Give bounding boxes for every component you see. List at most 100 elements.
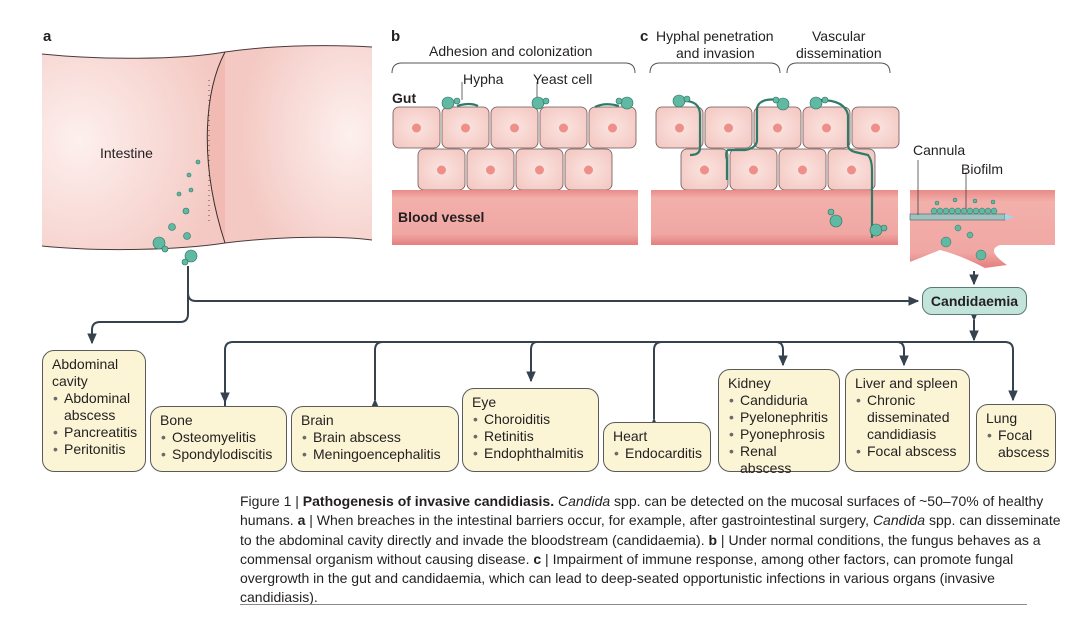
blood-vessel-label: Blood vessel [398,209,485,225]
biofilm-label: Biofilm [961,161,1004,177]
organ-item: Renal abscess [728,443,830,477]
blood-vessel-c [651,190,898,245]
caption-text: | Impairment of immune response, among o… [240,550,1014,606]
candidaemia-node: Candidaemia [922,287,1027,315]
cell-nucleus [584,165,593,175]
vascular-dissemination-label-1: Vascular [812,28,866,44]
blood-vessel-b [392,190,638,245]
organ-name: Abdominal cavity [52,356,119,389]
organ-box-eye: Eye ChoroiditisRetinitisEndophthalmitis [462,388,599,472]
intestine-drawing [41,45,373,266]
caption-text: | Under normal conditions, the fungus be… [240,531,1041,567]
caption-italic: Candida [872,512,926,529]
distribution-line [224,341,1014,408]
figure-caption: Figure 1 | Pathogenesis of invasive cand… [240,492,1070,608]
intestine-label: Intestine [100,145,153,161]
arrow-to-kidney [775,341,788,367]
organ-item: Brain abscess [301,429,449,446]
organ-item: Focal abscess [986,427,1049,461]
organ-item: Retinitis [472,428,589,445]
cell-nucleus [608,123,617,133]
gut-epithelium-b [392,106,637,191]
organ-name: Lung [986,410,1018,426]
arrow-to-eye [526,341,538,383]
bracket-c1 [649,62,781,74]
organ-box-heart: Heart Endocarditis [603,422,711,472]
caption-rule [240,604,1027,605]
organ-box-bone: Bone OsteomyelitisSpondylodiscitis [150,406,287,472]
organ-name: Heart [613,428,648,444]
organ-box-liver-spleen: Liver and spleen Chronic disseminated ca… [845,369,970,472]
panel-label-a: a [43,28,52,45]
cell-nucleus [675,123,684,133]
organ-name: Eye [472,394,497,410]
organ-box-brain: Brain Brain abscessMeningoencephalitis [291,406,459,472]
cell-nucleus [510,123,519,133]
cell-nucleus [486,165,495,175]
organ-item: Spondylodiscitis [160,446,277,463]
organ-name: Bone [160,412,193,428]
organ-item: Osteomyelitis [160,429,277,446]
cell-nucleus [798,165,807,175]
arrow-to-abdominal [87,293,189,345]
caption-text: spp. can disseminate to the abdominal ca… [240,512,1061,548]
gut-label: Gut [392,90,417,106]
panel-label-b: b [391,28,401,45]
organ-item: Peritonitis [52,441,136,458]
hypha-label: Hypha [463,71,504,87]
cell-nucleus [535,165,544,175]
figure-label: Figure 1 | [240,493,303,509]
organ-box-lung: Lung Focal abscess [976,404,1056,472]
organ-item: Meningoencephalitis [301,446,449,463]
cell-nucleus [559,123,568,133]
bracket-c2 [786,62,891,74]
caption-text: spp. can be detected on the mucosal surf… [240,493,1044,529]
cell-nucleus [700,165,709,175]
organ-item: Chronic disseminated candidiasis [855,392,960,443]
hyphal-penetration-label-2: and invasion [676,45,755,61]
panel-label-c: c [640,28,649,45]
organ-item: Endocarditis [613,445,702,462]
cannula-label: Cannula [913,142,966,158]
organ-item: Focal abscess [855,443,960,460]
cannula [909,213,1006,221]
organ-item: Endophthalmitis [472,445,589,462]
organ-item: Choroiditis [472,411,589,428]
arrow-to-liver [896,341,909,367]
cell-nucleus [847,165,856,175]
hyphal-penetration-label-1: Hyphal penetration [656,28,774,44]
organ-box-abdominal: Abdominal cavity Abdominal abscessPancre… [42,350,146,472]
organ-name: Kidney [728,375,771,391]
caption-panel-c: c [533,550,542,567]
cell-nucleus [871,123,880,133]
arrow-to-brain [370,341,384,410]
cell-nucleus [412,123,421,133]
caption-panel-b: b [708,531,718,548]
organ-item: Abdominal abscess [52,390,136,424]
cell-nucleus [724,123,733,133]
cell-nucleus [437,165,446,175]
organ-item: Pancreatitis [52,424,137,441]
cell-nucleus [822,123,831,133]
cell-nucleus [773,123,782,133]
bracket-b [391,62,636,74]
vascular-dissemination-label-2: dissemination [796,45,882,61]
arrow-intestine-to-candidaemia [187,266,920,306]
organ-item: Pyonephrosis [728,426,830,443]
figure-title: Pathogenesis of invasive candidiasis. [302,493,555,509]
cell-nucleus [461,123,470,133]
organ-name: Brain [301,412,334,428]
yeast-cell-label: Yeast cell [533,71,593,87]
caption-panel-a: a [297,512,306,529]
caption-text: | When breaches in the intestinal barrie… [305,512,873,529]
adhesion-label: Adhesion and colonization [429,43,593,59]
organ-item: Pyelonephritis [728,409,830,426]
organ-box-kidney: Kidney CandiduriaPyelonephritisPyonephro… [718,369,840,476]
caption-italic: Candida [558,493,611,509]
organ-name: Liver and spleen [855,375,958,391]
cannula-vessel-drawing [909,160,1055,268]
cell-nucleus [749,165,758,175]
arrow-to-heart [649,341,663,429]
organ-item: Candiduria [728,392,830,409]
